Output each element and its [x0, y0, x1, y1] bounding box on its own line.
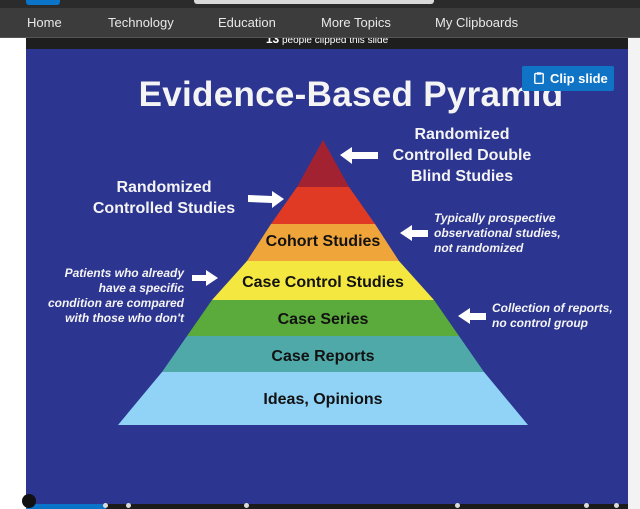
arrow-cohort — [400, 225, 428, 241]
clip-slide-label: Clip slide — [550, 71, 608, 86]
pyramid-level-rct — [271, 187, 375, 224]
label-line: Blind Studies — [410, 168, 514, 185]
note-line: condition are compared — [47, 296, 184, 310]
arrow-case-control — [192, 270, 218, 286]
note-line: not randomized — [434, 241, 524, 255]
arrow-case-series — [458, 308, 486, 324]
pyramid: Cohort Studies Case Control Studies Case… — [118, 140, 528, 425]
note-line: have a specific — [98, 281, 184, 295]
progress-marker[interactable] — [614, 503, 619, 508]
progress-marker[interactable] — [103, 503, 108, 508]
site-logo[interactable] — [26, 0, 60, 5]
top-nav: Home Technology Education More Topics My… — [0, 8, 640, 38]
slide-progress-track[interactable] — [26, 504, 628, 509]
note-line: no control group — [492, 316, 588, 330]
page-margin-right — [628, 38, 640, 509]
pyramid-level-ideas — [118, 372, 528, 425]
progress-marker[interactable] — [455, 503, 460, 508]
nav-education[interactable]: Education — [218, 15, 276, 30]
note-case-series: Collection of reports, no control group — [492, 301, 628, 331]
note-line: observational studies, — [434, 226, 561, 240]
note-line: with those who don't — [65, 311, 184, 325]
slide-progress-fill — [26, 504, 106, 509]
note-case-control: Patients who already have a specific con… — [28, 266, 184, 326]
slide-image: Evidence-Based Pyramid Clip slide Cohort… — [26, 49, 628, 504]
arrow-top — [340, 147, 378, 164]
pyramid-level-rct-double-blind — [297, 140, 349, 187]
pyramid-level-cohort — [247, 224, 399, 261]
level-label-case-control: Case Control Studies — [242, 274, 404, 291]
page-margin-left — [0, 38, 26, 509]
note-line: Typically prospective — [434, 211, 556, 225]
slide-corner-handle — [22, 494, 36, 508]
progress-marker[interactable] — [584, 503, 589, 508]
nav-home[interactable]: Home — [27, 15, 62, 30]
note-line: Patients who already — [64, 266, 184, 280]
search-bar[interactable] — [194, 0, 434, 4]
clip-count-number: 13 — [265, 38, 280, 46]
pyramid-level-case-series — [187, 300, 459, 336]
progress-marker[interactable] — [126, 503, 131, 508]
pyramid-level-case-control — [212, 261, 434, 300]
progress-marker[interactable] — [244, 503, 249, 508]
nav-more-topics[interactable]: More Topics — [321, 15, 391, 30]
top-strip — [0, 0, 640, 8]
level-label-case-reports: Case Reports — [271, 348, 374, 365]
label-rct: Randomized Controlled Studies — [80, 177, 248, 219]
label-rct-double-blind: Randomized Controlled Double Blind Studi… — [378, 124, 546, 187]
nav-my-clipboards[interactable]: My Clipboards — [435, 15, 519, 30]
note-cohort: Typically prospective observational stud… — [434, 211, 624, 256]
level-label-case-series: Case Series — [278, 311, 369, 328]
clip-count-bar: 13 people clipped this slide — [26, 38, 628, 49]
note-line: Collection of reports, — [492, 301, 613, 315]
clip-slide-button[interactable]: Clip slide — [522, 66, 614, 91]
clip-count-text: people clipped this slide — [281, 38, 389, 46]
nav-technology[interactable]: Technology — [108, 15, 174, 30]
level-label-ideas: Ideas, Opinions — [263, 391, 382, 408]
label-line: Randomized — [414, 126, 510, 143]
level-label-cohort: Cohort Studies — [266, 233, 381, 250]
arrow-rct — [248, 191, 284, 208]
label-line: Controlled Studies — [92, 200, 236, 217]
slide-title: Evidence-Based Pyramid — [138, 75, 564, 114]
label-line: Controlled Double — [392, 147, 532, 164]
pyramid-level-case-reports — [162, 336, 484, 372]
label-line: Randomized — [116, 179, 212, 196]
clipboard-icon — [534, 72, 544, 84]
